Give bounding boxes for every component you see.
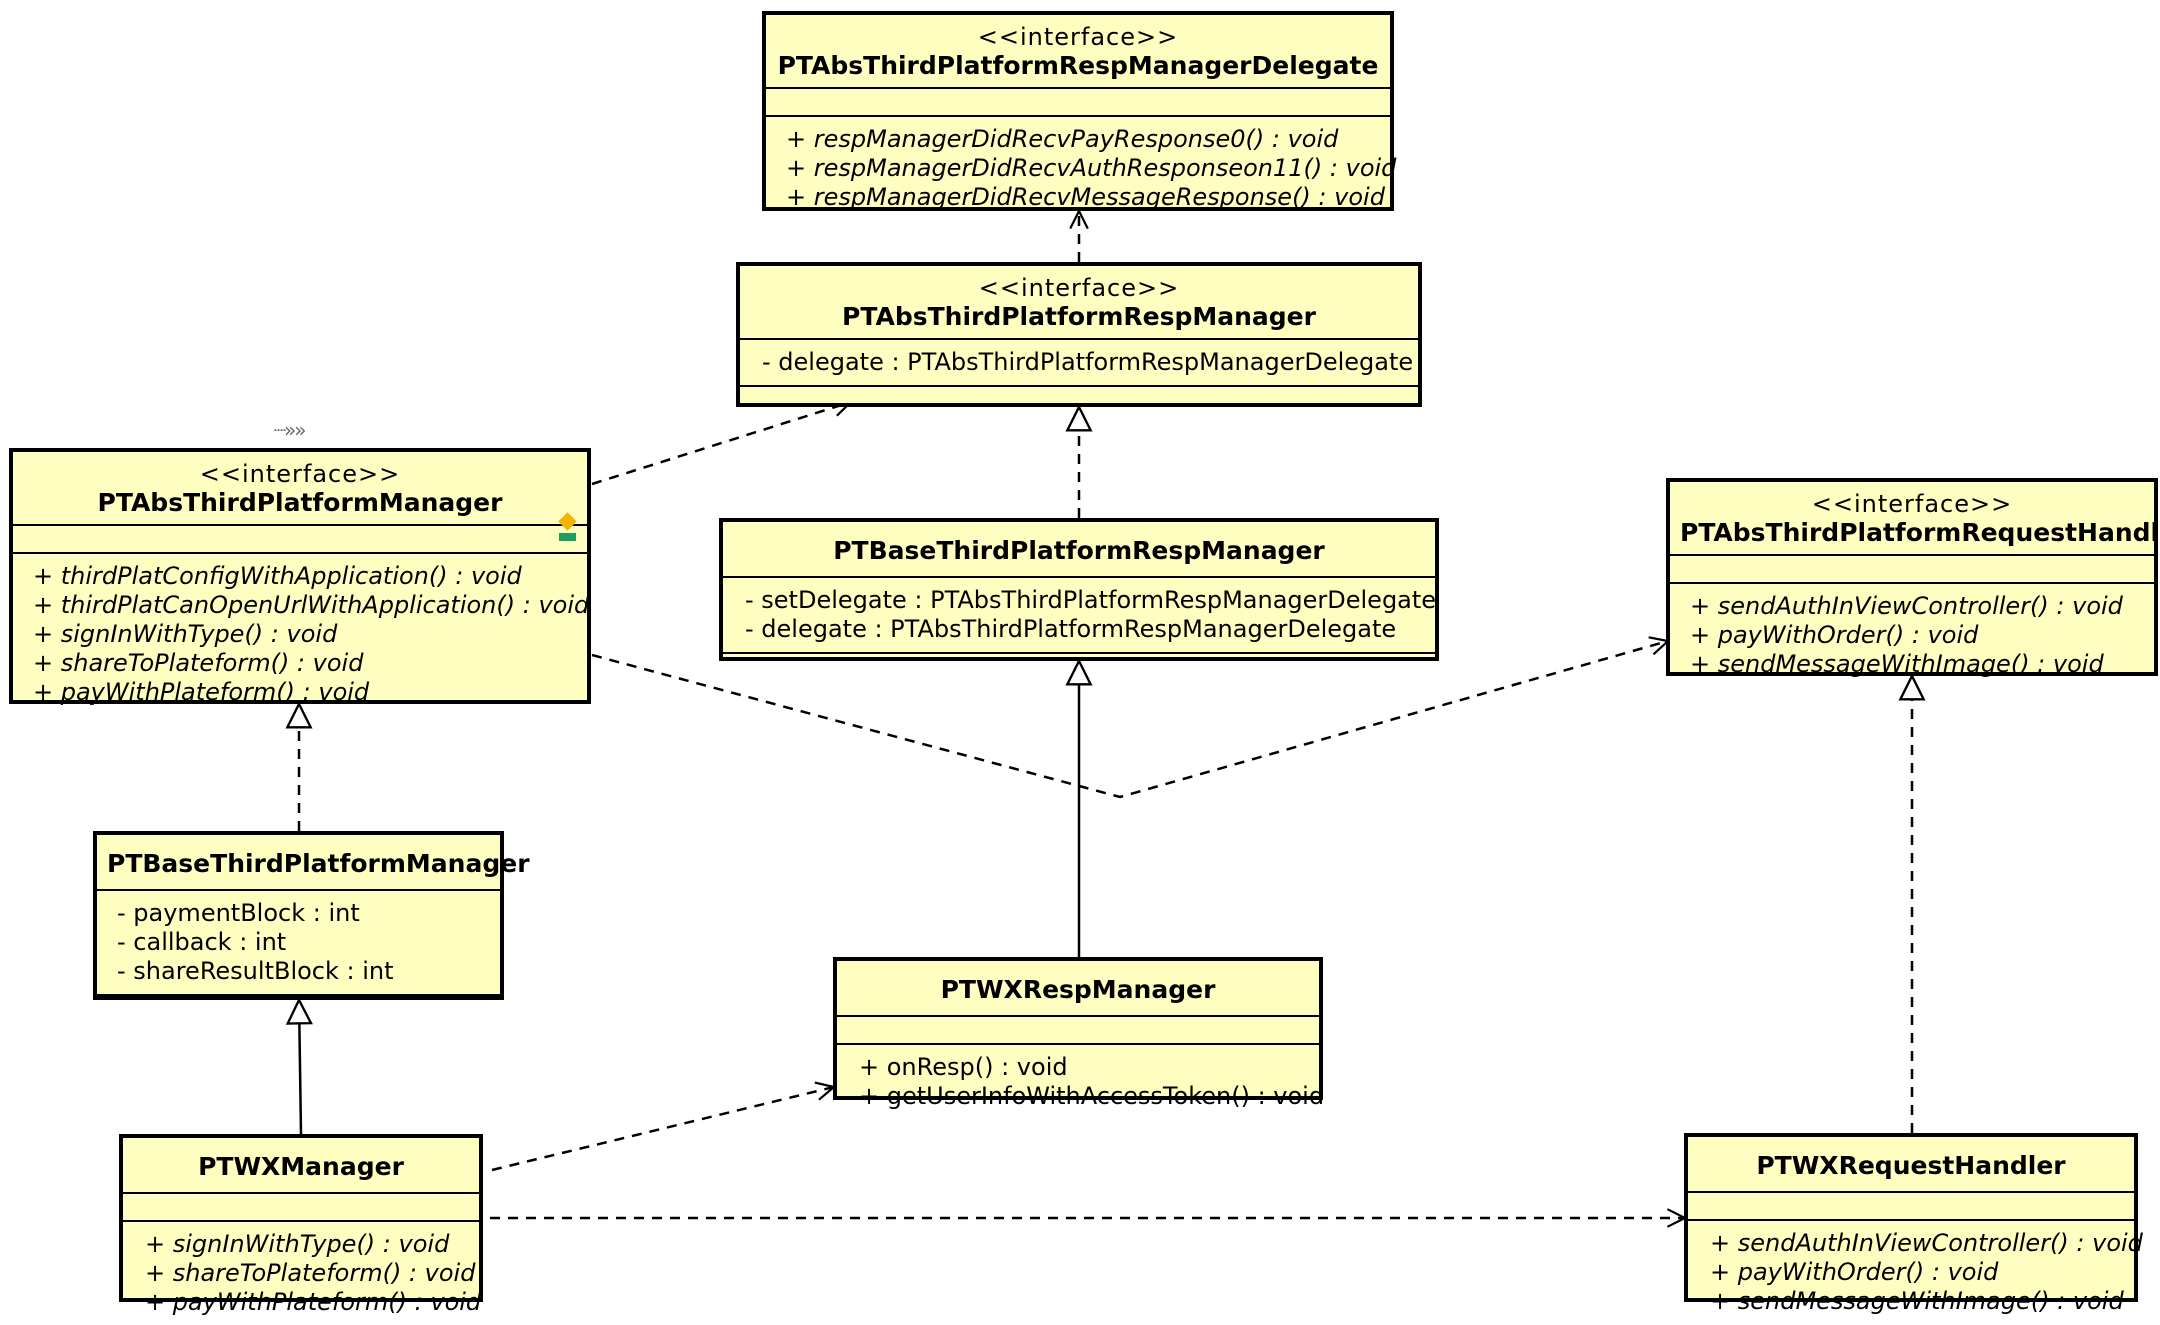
class-header: PTWXRequestHandler bbox=[1688, 1137, 2134, 1193]
constraint-bar-icon bbox=[559, 533, 576, 541]
class-abs-platform-manager[interactable]: <<interface>> PTAbsThirdPlatformManager … bbox=[9, 448, 591, 706]
attributes-compartment bbox=[123, 1194, 479, 1222]
class-header: <<interface>> PTAbsThirdPlatformManager bbox=[13, 452, 587, 526]
class-name: PTWXRespManager bbox=[940, 975, 1216, 1004]
operation: + respManagerDidRecvAuthResponseon11() :… bbox=[786, 154, 1397, 182]
class-name: PTAbsThirdPlatformRespManagerDelegate bbox=[777, 51, 1379, 80]
class-name: PTBaseThirdPlatformRespManager bbox=[833, 536, 1325, 565]
operation: + onResp() : void bbox=[859, 1053, 1068, 1081]
operation: + getUserInfoWithAccessToken() : void bbox=[859, 1082, 1325, 1110]
operation: + shareToPlateform() : void bbox=[33, 649, 364, 677]
operation: + thirdPlatCanOpenUrlWithApplication() :… bbox=[33, 591, 590, 619]
stereotype-label: <<interface>> bbox=[977, 23, 1179, 51]
class-base-platform-manager[interactable]: PTBaseThirdPlatformManager - paymentBloc… bbox=[93, 831, 530, 1000]
edge-wxmanager-to-wxresp bbox=[491, 1087, 834, 1172]
class-header: <<interface>> PTAbsThirdPlatformRespMana… bbox=[766, 15, 1390, 89]
stereotype-label: <<interface>> bbox=[1811, 490, 2013, 518]
operations-compartment bbox=[740, 387, 1418, 417]
class-name: PTAbsThirdPlatformRespManager bbox=[842, 302, 1316, 331]
operation: + sendAuthInViewController() : void bbox=[1710, 1229, 2143, 1257]
operation: + signInWithType() : void bbox=[33, 620, 338, 648]
class-header: PTBaseThirdPlatformManager bbox=[97, 835, 530, 891]
attributes-compartment bbox=[766, 89, 1390, 117]
stereotype-label: <<interface>> bbox=[978, 274, 1180, 302]
operations-compartment: + sendAuthInViewController() : void + pa… bbox=[1670, 584, 2154, 687]
class-header: PTWXManager bbox=[123, 1138, 479, 1194]
attribute: - callback : int bbox=[117, 928, 287, 956]
attribute: - shareResultBlock : int bbox=[117, 957, 394, 985]
class-wx-request-handler[interactable]: PTWXRequestHandler + sendAuthInViewContr… bbox=[1684, 1133, 2143, 1315]
attributes-compartment bbox=[837, 1017, 1319, 1045]
class-wx-manager[interactable]: PTWXManager + signInWithType() : void + … bbox=[119, 1134, 483, 1316]
class-header: PTWXRespManager bbox=[837, 961, 1319, 1017]
operation: + thirdPlatConfigWithApplication() : voi… bbox=[33, 562, 522, 590]
attribute: - delegate : PTAbsThirdPlatformRespManag… bbox=[762, 348, 1414, 376]
operations-compartment: + respManagerDidRecvPayResponse0() : voi… bbox=[766, 117, 1397, 220]
operation: + respManagerDidRecvPayResponse0() : voi… bbox=[786, 125, 1339, 153]
operation: + shareToPlateform() : void bbox=[145, 1259, 476, 1287]
link-arrows-icon: ┈»» bbox=[274, 418, 306, 442]
class-header: PTBaseThirdPlatformRespManager bbox=[723, 522, 1435, 578]
class-header: <<interface>> PTAbsThirdPlatformRequestH… bbox=[1670, 482, 2160, 556]
operation: + sendMessageWithImage() : void bbox=[1710, 1287, 2124, 1315]
attribute: - setDelegate : PTAbsThirdPlatformRespMa… bbox=[745, 586, 1437, 614]
operation: + payWithPlateform() : void bbox=[33, 678, 370, 706]
operation: + respManagerDidRecvMessageResponse() : … bbox=[786, 183, 1385, 211]
operations-compartment: + signInWithType() : void + shareToPlate… bbox=[123, 1222, 482, 1325]
operations-compartment: + onResp() : void + getUserInfoWithAcces… bbox=[837, 1045, 1325, 1119]
attributes-compartment bbox=[13, 526, 587, 554]
class-name: PTAbsThirdPlatformManager bbox=[97, 488, 503, 517]
operation: + payWithOrder() : void bbox=[1690, 621, 1979, 649]
operations-compartment: + thirdPlatConfigWithApplication() : voi… bbox=[13, 554, 590, 715]
class-base-resp-manager[interactable]: PTBaseThirdPlatformRespManager - setDele… bbox=[719, 518, 1439, 661]
class-resp-manager-delegate[interactable]: <<interface>> PTAbsThirdPlatformRespMana… bbox=[762, 11, 1396, 211]
class-name: PTWXRequestHandler bbox=[1756, 1151, 2066, 1180]
operations-compartment bbox=[723, 654, 1435, 684]
class-name: PTBaseThirdPlatformManager bbox=[107, 849, 530, 878]
attributes-compartment bbox=[1688, 1193, 2134, 1221]
edge-absmanager-to-requesthandler bbox=[591, 641, 1668, 799]
class-resp-manager[interactable]: <<interface>> PTAbsThirdPlatformRespMana… bbox=[736, 262, 1422, 407]
edge-absmanager-to-respmanager bbox=[591, 402, 851, 486]
operation: + signInWithType() : void bbox=[145, 1230, 450, 1258]
operation: + sendAuthInViewController() : void bbox=[1690, 592, 2123, 620]
operation: + payWithPlateform() : void bbox=[145, 1288, 482, 1316]
edge-wxmanager-to-basemanager bbox=[299, 1000, 301, 1135]
class-wx-resp-manager[interactable]: PTWXRespManager + onResp() : void + getU… bbox=[833, 957, 1324, 1110]
class-name: PTWXManager bbox=[198, 1152, 404, 1181]
attributes-compartment: - paymentBlock : int - callback : int - … bbox=[97, 891, 500, 996]
operation: + payWithOrder() : void bbox=[1710, 1258, 1999, 1286]
attributes-compartment bbox=[1670, 556, 2154, 584]
attributes-compartment: - delegate : PTAbsThirdPlatformRespManag… bbox=[740, 340, 1418, 387]
operations-compartment bbox=[97, 996, 500, 1026]
class-header: <<interface>> PTAbsThirdPlatformRespMana… bbox=[740, 266, 1418, 340]
operation: + sendMessageWithImage() : void bbox=[1690, 650, 2104, 678]
attribute: - paymentBlock : int bbox=[117, 899, 360, 927]
stereotype-label: <<interface>> bbox=[199, 460, 401, 488]
class-name: PTAbsThirdPlatformRequestHandler bbox=[1680, 518, 2160, 547]
class-request-handler[interactable]: <<interface>> PTAbsThirdPlatformRequestH… bbox=[1666, 478, 2160, 678]
attributes-compartment: - setDelegate : PTAbsThirdPlatformRespMa… bbox=[723, 578, 1437, 654]
attribute: - delegate : PTAbsThirdPlatformRespManag… bbox=[745, 615, 1397, 643]
operations-compartment: + sendAuthInViewController() : void + pa… bbox=[1688, 1221, 2143, 1324]
